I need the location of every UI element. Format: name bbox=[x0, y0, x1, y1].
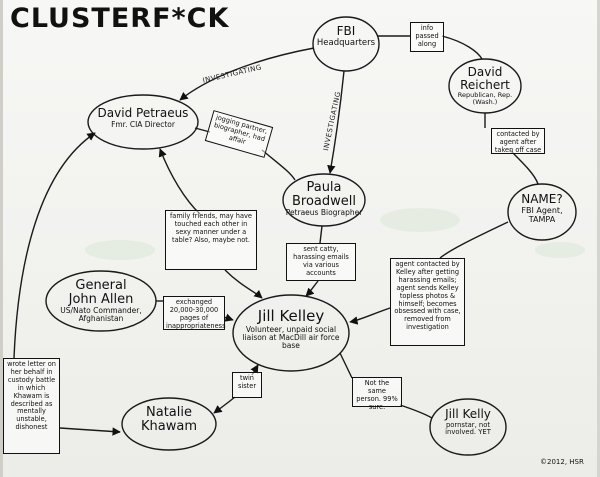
node-jill-kelley: Jill Kelley Volunteer, unpaid social lia… bbox=[238, 307, 344, 350]
line-catty-kelley bbox=[305, 280, 319, 297]
line-fbi-broadwell bbox=[327, 70, 345, 174]
allen-name: John Allen bbox=[68, 291, 134, 307]
line-petraeus-wrote bbox=[13, 132, 96, 359]
node-fbi-agent: NAME? FBI Agent, TAMPA bbox=[508, 193, 576, 224]
node-outline-petraeus bbox=[87, 94, 199, 150]
agent-role: FBI Agent, bbox=[521, 205, 563, 215]
agent-location: TAMPA bbox=[528, 214, 556, 224]
note-not-same-person: Not the same person. 99% sure. bbox=[352, 377, 402, 411]
line-contacted-agent bbox=[509, 149, 539, 185]
khawam-last: Khawam bbox=[141, 418, 197, 434]
node-outline-fbi-agent bbox=[507, 183, 577, 241]
board-smudges bbox=[85, 208, 585, 260]
fbi-label: FBI bbox=[336, 24, 356, 38]
node-outline-fbi bbox=[312, 16, 380, 72]
kelley-name: Jill Kelley bbox=[257, 307, 325, 325]
agent-name: NAME? bbox=[521, 192, 563, 206]
note-contacted-by-agent: contacted by agent after taken off case bbox=[491, 128, 545, 154]
line-exchanged-kelley bbox=[223, 313, 234, 322]
petraeus-role: Fmr. CIA Director bbox=[111, 119, 175, 129]
line-note-kelley bbox=[349, 307, 391, 325]
line-broadwell-catty bbox=[319, 225, 323, 244]
line-wrote-khawam bbox=[59, 427, 121, 436]
allen-rank: General bbox=[75, 278, 127, 293]
petraeus-name: David Petraeus bbox=[97, 106, 189, 120]
diagram-title: CLUSTERF*CK bbox=[10, 3, 230, 34]
line-petraeus-family bbox=[158, 148, 201, 215]
node-fbi-headquarters: FBI Headquarters bbox=[313, 25, 379, 48]
node-jill-kelly: Jill Kelly pornstar, not involved. YET bbox=[432, 408, 504, 436]
broadwell-role: Petraeus Biographer bbox=[285, 208, 363, 218]
copyright: ©2012, HSR bbox=[540, 458, 584, 466]
node-outline-kelly bbox=[429, 398, 507, 456]
broadwell-last: Broadwell bbox=[291, 193, 356, 209]
node-david-reichert: David Reichert Republican, Rep. (Wash.) bbox=[451, 66, 519, 106]
node-outline-broadwell bbox=[282, 173, 366, 227]
line-notsame-kelly bbox=[399, 404, 433, 419]
kelley-role: Volunteer, unpaid social liaison at MacD… bbox=[242, 324, 340, 350]
khawam-first: Natalie bbox=[146, 405, 192, 420]
note-exchanged-pages: exchanged 20,000-30,000 pages of inappro… bbox=[163, 296, 226, 330]
note-info-passed: info passed along bbox=[410, 22, 444, 52]
reichert-last: Reichert bbox=[460, 77, 510, 92]
node-john-allen: General John Allen US/Nato Commander, Af… bbox=[48, 279, 154, 323]
node-paula-broadwell: Paula Broadwell Petraeus Biographer bbox=[283, 181, 365, 217]
broadwell-first: Paula bbox=[306, 180, 342, 195]
line-family-kelley bbox=[224, 269, 263, 299]
note-family-friends: family friends, may have touched each ot… bbox=[165, 210, 257, 270]
note-agent-contacted: agent contacted by Kelley after getting … bbox=[390, 258, 465, 346]
note-catty-emails: sent catty, harassing emails via various… bbox=[286, 243, 356, 281]
board-edge-left bbox=[0, 0, 3, 477]
note-wrote-letter: wrote letter on her behalf in custody ba… bbox=[3, 358, 60, 454]
board-edge-right bbox=[597, 0, 600, 477]
line-kelley-notsame bbox=[339, 352, 353, 379]
allen-role: US/Nato Commander, Afghanistan bbox=[60, 306, 142, 324]
node-outline-khawam bbox=[121, 397, 217, 451]
node-natalie-khawam: Natalie Khawam bbox=[125, 406, 213, 433]
node-outline-kelley bbox=[232, 294, 350, 372]
line-fbi-petraeus bbox=[179, 47, 315, 101]
line-jogging-broadwell bbox=[261, 149, 296, 181]
fbi-sublabel: Headquarters bbox=[316, 37, 376, 48]
node-david-petraeus: David Petraeus Fmr. CIA Director bbox=[88, 107, 198, 128]
line-twin-khawam bbox=[213, 396, 236, 414]
reichert-first: David bbox=[467, 65, 503, 79]
note-twin-sister: twin sister bbox=[232, 372, 262, 398]
line-infopassed-reichert bbox=[441, 35, 483, 60]
reichert-role: Republican, Rep. (Wash.) bbox=[457, 91, 513, 106]
kelly-role: pornstar, not involved. YET bbox=[445, 420, 491, 436]
line-agent-note bbox=[439, 221, 509, 259]
kelly-name: Jill Kelly bbox=[445, 407, 491, 421]
